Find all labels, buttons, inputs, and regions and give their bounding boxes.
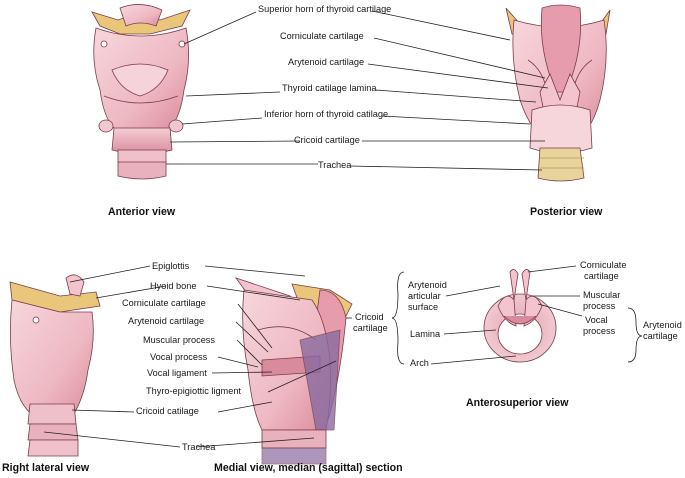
caption-right-lateral-view: Right lateral view bbox=[2, 462, 90, 474]
label-as-arytenoid-2: cartilage bbox=[643, 331, 678, 341]
label-as-muscular-2: process bbox=[583, 301, 616, 311]
label-arytenoid-articular-2: articular bbox=[408, 291, 441, 301]
label-cricoid-right-2: cartilage bbox=[353, 323, 388, 333]
anterosuperior-cricoid-figure bbox=[483, 269, 557, 363]
label-arch: Arch bbox=[410, 358, 429, 368]
label-thyro-epiglottic-ligament: Thyro-epigiottic ligment bbox=[146, 386, 241, 396]
label-cricoid-right-1: Cricoid bbox=[355, 312, 384, 322]
label-medial-arytenoid: Arytenoid cartilage bbox=[128, 316, 205, 326]
label-vocal-process: Vocal process bbox=[150, 352, 208, 362]
label-as-corniculate-1: Corniculate bbox=[580, 260, 627, 270]
caption-posterior-view: Posterior view bbox=[530, 206, 603, 218]
label-superior-horn: Superior horn of thyroid cartilage bbox=[258, 4, 392, 14]
leader-lines bbox=[43, 10, 643, 448]
label-trachea: Trachea bbox=[318, 160, 352, 170]
label-as-corniculate-2: cartilage bbox=[584, 271, 619, 281]
label-vocal-ligament: Vocal ligament bbox=[147, 368, 207, 378]
posterior-larynx-figure bbox=[505, 4, 611, 182]
label-thyroid-lamina: Thyroid catilage lamina bbox=[282, 83, 377, 93]
label-medial-cricoid: Cricoid catilage bbox=[136, 406, 199, 416]
label-as-arytenoid-1: Arytenoid bbox=[643, 320, 682, 330]
anterior-larynx-figure bbox=[91, 4, 191, 180]
label-hyoid-bone: Hyoid bone bbox=[150, 281, 197, 291]
label-arytenoid-articular-1: Arytenoid bbox=[408, 280, 447, 290]
label-as-muscular-1: Muscular bbox=[583, 290, 621, 300]
label-as-vocal-2: process bbox=[583, 326, 616, 336]
label-as-vocal-1: Vocal bbox=[585, 315, 608, 325]
caption-medial-view: Medial view, median (sagittal) section bbox=[214, 462, 403, 474]
label-lamina: Lamina bbox=[410, 329, 441, 339]
label-corniculate-cartilage: Corniculate cartilage bbox=[280, 31, 364, 41]
caption-anterior-view: Anterior view bbox=[108, 206, 176, 218]
label-muscular-process: Muscular process bbox=[143, 335, 215, 345]
label-epiglottis: Epiglottis bbox=[152, 261, 190, 271]
label-medial-corniculate: Corniculate cartilage bbox=[122, 298, 206, 308]
label-arytenoid-articular-3: surface bbox=[408, 302, 439, 312]
caption-anterosuperior-view: Anterosuperior view bbox=[466, 397, 569, 409]
lateral-larynx-figure bbox=[9, 274, 101, 457]
label-inferior-horn: Inferior horn of thyroid catilage bbox=[264, 109, 389, 119]
label-medial-trachea: Trachea bbox=[182, 442, 216, 452]
label-cricoid-cartilage: Cricoid cartilage bbox=[294, 135, 360, 145]
label-arytenoid-cartilage: Arytenoid cartilage bbox=[288, 57, 365, 67]
medial-larynx-figure bbox=[234, 277, 353, 465]
